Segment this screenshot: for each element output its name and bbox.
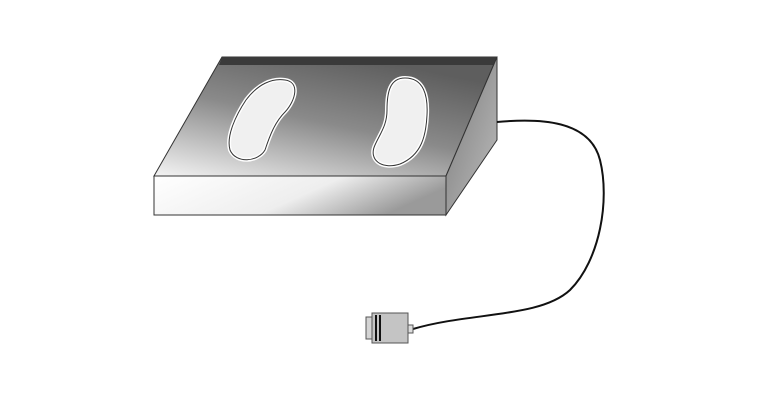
platform-top-strip	[219, 57, 497, 65]
right-footprint-icon	[371, 75, 430, 168]
connector-bar	[375, 315, 377, 341]
left-footprint-icon	[227, 77, 297, 162]
platform-top-face	[153, 56, 498, 177]
cable-icon	[412, 119, 605, 330]
platform-icon	[153, 56, 498, 217]
connector-icon	[365, 312, 414, 344]
connector-body	[371, 312, 409, 344]
platform-front-face	[153, 175, 447, 216]
platform-side-face	[445, 56, 498, 217]
connector-bar	[379, 315, 381, 341]
connector-nub	[407, 324, 414, 334]
